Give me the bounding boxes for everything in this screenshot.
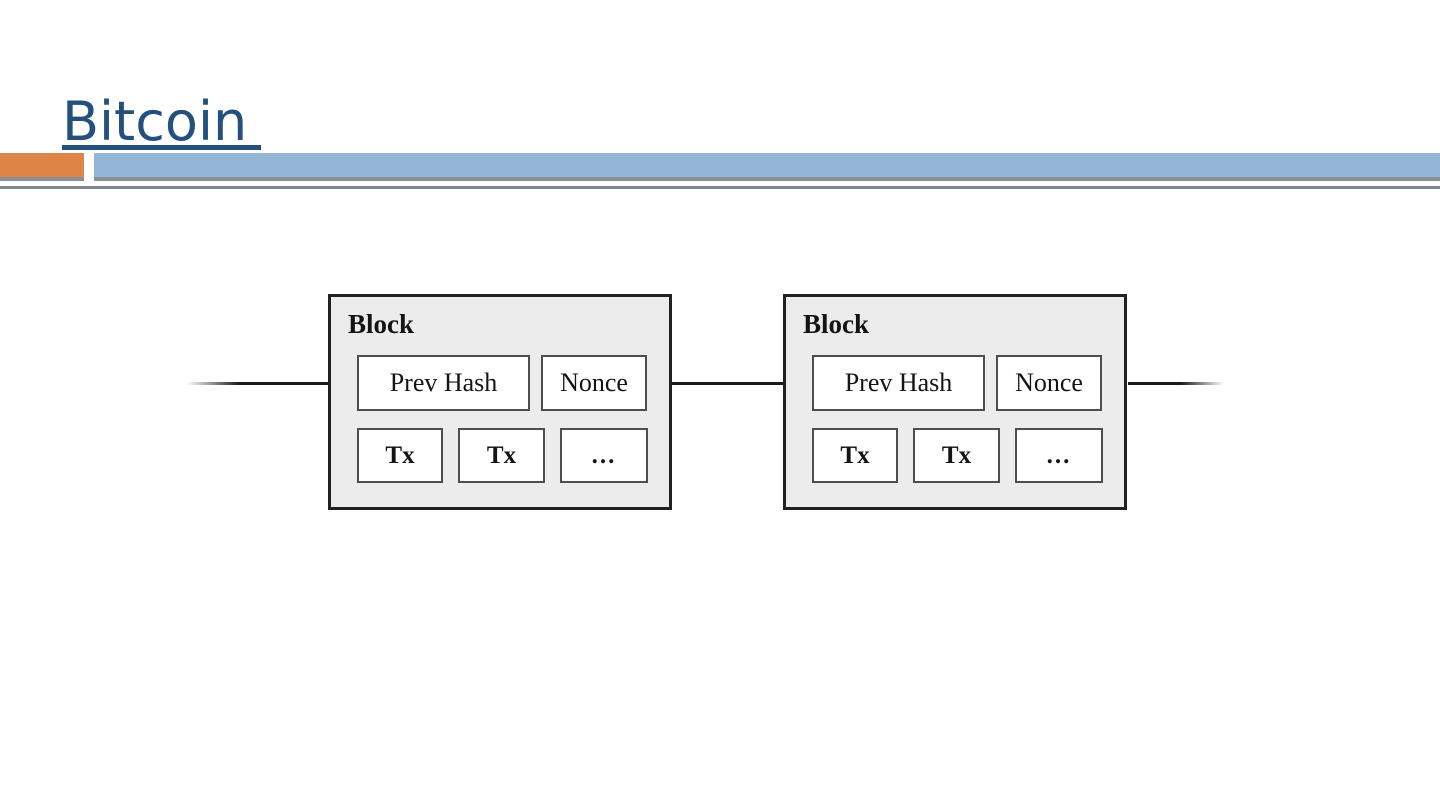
tx-box: Tx [357, 428, 443, 483]
prev-hash-box: Prev Hash [812, 355, 985, 411]
title-horizontal-rule [0, 186, 1440, 189]
prev-hash-box: Prev Hash [357, 355, 530, 411]
chain-line-middle [671, 382, 798, 385]
ellipsis-box: ... [560, 428, 648, 483]
title-accent-bar-orange [0, 153, 84, 181]
chain-line-left [187, 382, 337, 385]
tx-box: Tx [913, 428, 1000, 483]
slide-title: Bitcoin [62, 95, 262, 150]
ellipsis-box: ... [1015, 428, 1103, 483]
block-label: Block [348, 309, 415, 339]
block-label: Block [803, 309, 870, 339]
title-accent-bar-blue [94, 153, 1440, 181]
nonce-box: Nonce [541, 355, 647, 411]
block-2: Block Prev Hash Nonce Tx Tx ... [783, 294, 1127, 510]
block-1: Block Prev Hash Nonce Tx Tx ... [328, 294, 672, 510]
chain-line-right [1128, 382, 1224, 385]
tx-box: Tx [812, 428, 898, 483]
tx-box: Tx [458, 428, 545, 483]
nonce-box: Nonce [996, 355, 1102, 411]
